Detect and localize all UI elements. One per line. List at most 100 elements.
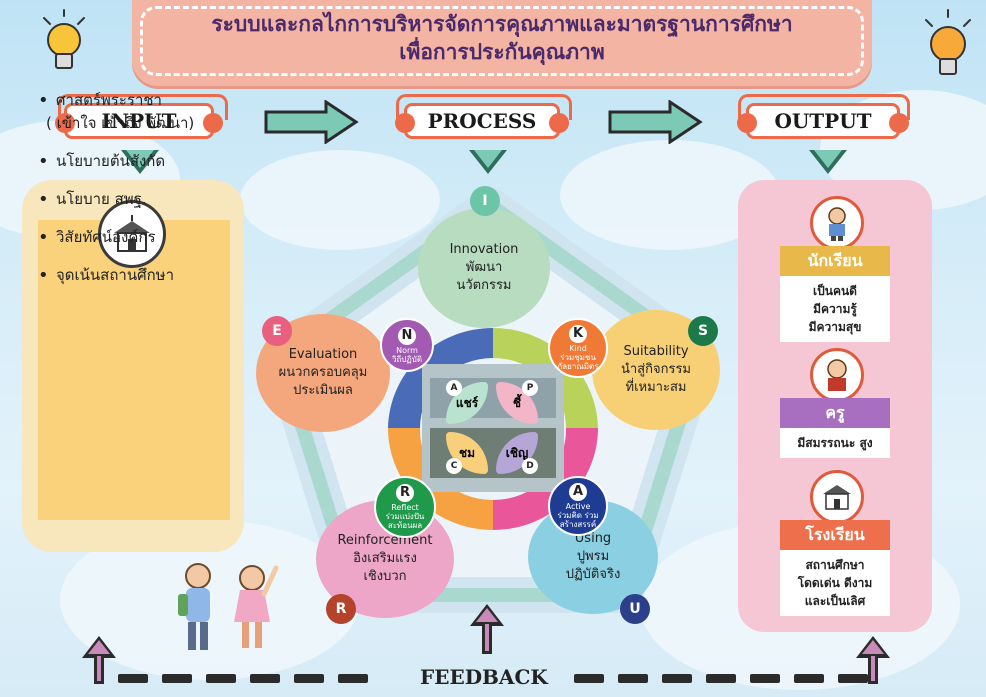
feedback-dash [662, 674, 692, 683]
arrow-right-icon [608, 100, 703, 144]
feedback-dash [618, 674, 648, 683]
quad-c-label: ชม [458, 445, 476, 460]
list-item: ( เข้าใจ เข้าถึง พัฒนา) [46, 114, 195, 132]
petal-evaluation-en: Evaluation [288, 347, 358, 362]
feedback-dash [574, 674, 604, 683]
stage-output: OUTPUT [737, 103, 909, 139]
petal-evaluation-th1: ผนวกครอบคลุม [278, 365, 368, 380]
feedback-dash [294, 674, 324, 683]
output-school-head: โรงเรียน [780, 520, 890, 550]
list-item: นโยบายต้นสังกัด [30, 151, 230, 172]
arrow-up-icon [82, 636, 116, 658]
arrow-up-shaft [482, 624, 492, 654]
title-banner: ระบบและกลไกการบริหารจัดการคุณภาพและมาตรฐ… [132, 0, 872, 86]
lightbulb-icon [925, 9, 971, 75]
input-list: ศาสตร์พระราชา ( เข้าใจ เข้าถึง พัฒนา) นโ… [30, 90, 230, 303]
inner-reflect-letter: R [396, 484, 414, 502]
feedback-dash [750, 674, 780, 683]
inner-kind-th: ร่วมชุมชน กัลยาณมิตร [557, 353, 599, 371]
quad-d-label: เชิญ [505, 445, 529, 460]
petal-suitability-th2: ที่เหมาะสม [625, 380, 687, 395]
output-teacher: ครู มีสมรรถนะ สูง [780, 398, 890, 458]
inner-kind-letter: K [569, 325, 587, 343]
inner-active: A Active ร่วมคิด ร่วมสร้างสรรค์ [548, 476, 608, 536]
petal-using-th1: ปูพรม [576, 549, 610, 564]
feedback-dash [338, 674, 368, 683]
inner-norm-letter: N [398, 326, 416, 345]
inner-norm-th: วิถีปฏิบัติ [391, 354, 423, 364]
quad-a-letter: A [446, 380, 462, 396]
quad-p-letter: P [522, 380, 538, 396]
feedback-label: FEEDBACK [420, 665, 548, 689]
petal-suitability-en: Suitability [623, 344, 689, 359]
petal-innovation-th1: พัฒนา [465, 260, 503, 275]
quad-a-label: แชร์ [455, 395, 479, 410]
feedback-dash [706, 674, 736, 683]
output-school-line: และเป็นเลิศ [804, 594, 866, 608]
stage-process: PROCESS [395, 103, 569, 139]
output-teacher-head: ครู [780, 398, 890, 428]
badge-r: R [326, 594, 356, 624]
output-student-head: นักเรียน [780, 246, 890, 276]
output-student-line: เป็นคนดี [813, 284, 857, 298]
arrow-up-shaft [868, 656, 878, 684]
output-school: โรงเรียน สถานศึกษา โดดเด่น ดีงาม และเป็น… [780, 520, 890, 616]
inner-reflect-th: ร่วมแบ่งปัน สะท้อนผล [385, 512, 425, 530]
petal-innovation-en: Innovation [449, 242, 519, 257]
output-school-line: สถานศึกษา [805, 558, 865, 572]
inner-reflect-en: Reflect [391, 503, 419, 512]
feedback-dash [794, 674, 824, 683]
feedback-dash [118, 674, 148, 683]
title-line-1: ระบบและกลไกการบริหารจัดการคุณภาพและมาตรฐ… [211, 12, 793, 36]
title-line-2: เพื่อการประกันคุณภาพ [399, 40, 605, 64]
output-school-line: โดดเด่น ดีงาม [797, 576, 873, 590]
badge-u: U [620, 594, 650, 624]
quad-c-letter: C [446, 458, 462, 474]
cloud [240, 150, 440, 250]
inner-active-letter: A [569, 483, 587, 501]
quad-d-letter: D [522, 458, 538, 474]
petal-reinforcement-th2: เชิงบวก [363, 569, 407, 584]
list-item: จุดเน้นสถานศึกษา [30, 265, 230, 286]
petal-suitability-th1: นำสู่กิจกรรม [620, 362, 691, 377]
output-student-line: มีความสุข [808, 320, 862, 334]
inner-norm: N Norm วิถีปฏิบัติ [380, 318, 434, 372]
inner-kind: K Kind ร่วมชุมชน กัลยาณมิตร [548, 318, 608, 378]
petal-reinforcement-th1: อิงเสริมแรง [353, 551, 417, 566]
output-teacher-line: มีสมรรถนะ สูง [797, 436, 873, 450]
feedback-dash [206, 674, 236, 683]
arrow-right-icon [264, 100, 359, 144]
stage-output-label: OUTPUT [774, 109, 872, 133]
inner-active-en: Active [565, 502, 591, 511]
stage-input-label: INPUT [101, 109, 177, 133]
petal-using-th2: ปฏิบัติจริง [565, 567, 621, 582]
arrow-up-icon [470, 604, 504, 626]
quad-p-label: ชี้ [512, 395, 522, 410]
inner-kind-en: Kind [569, 344, 587, 353]
petal-innovation-th2: นวัตกรรม [456, 278, 512, 293]
arrow-up-shaft [94, 656, 104, 684]
list-item: นโยบาย สพฐ. [30, 189, 230, 210]
petal-evaluation-th2: ประเมินผล [293, 383, 353, 398]
teacher-avatar-icon [810, 348, 864, 402]
inner-norm-en: Norm [396, 345, 418, 355]
stage-decor [738, 94, 910, 120]
badge-s: S [688, 316, 718, 346]
inner-active-th: ร่วมคิด ร่วมสร้างสรรค์ [557, 511, 599, 529]
output-student-line: มีความรู้ [813, 302, 857, 316]
badge-i: I [470, 186, 500, 216]
output-student: นักเรียน เป็นคนดี มีความรู้ มีความสุข [780, 246, 890, 342]
stage-process-label: PROCESS [427, 109, 537, 133]
badge-e: E [262, 316, 292, 346]
school-icon [810, 470, 864, 524]
feedback-dash [838, 674, 868, 683]
list-item: ศาสตร์พระราชา [30, 90, 230, 111]
chevron-down-icon [469, 150, 507, 174]
children-illustration [178, 563, 279, 650]
feedback-dash [250, 674, 280, 683]
inner-reflect: R Reflect ร่วมแบ่งปัน สะท้อนผล [374, 476, 436, 538]
petal-innovation: Innovation พัฒนา นวัตกรรม [418, 208, 550, 328]
chevron-down-icon [809, 150, 847, 174]
student-avatar-icon [810, 196, 864, 250]
arrow-up-icon [856, 636, 890, 658]
